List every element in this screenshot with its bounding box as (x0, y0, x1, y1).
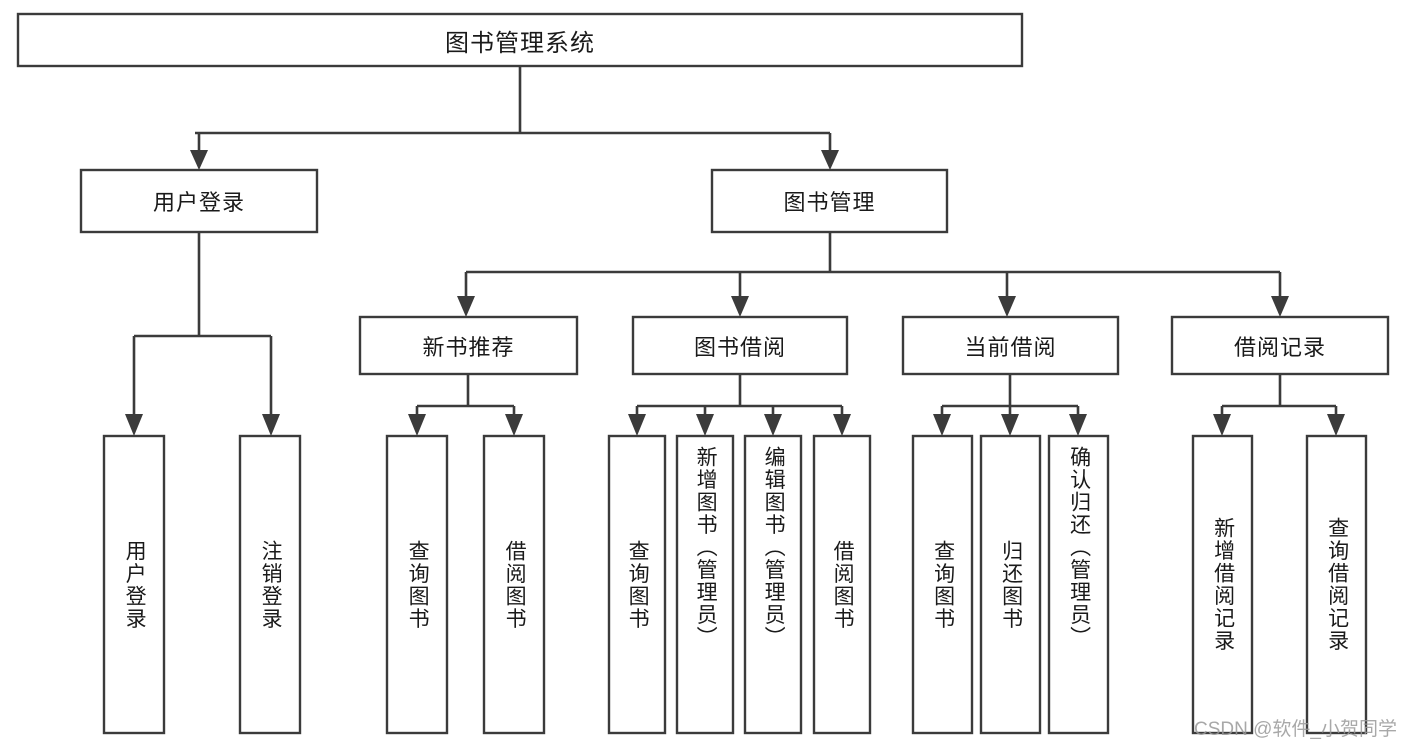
node-box-leaf-borrow-book-rec[interactable] (482, 434, 546, 735)
node-box-leaf-add-book[interactable] (675, 434, 735, 735)
arrow-to-leaf-query-book-rec (408, 414, 426, 436)
arrow-to-leaf-borrow-book-rec (505, 414, 523, 436)
node-box-book-manage[interactable] (710, 168, 949, 234)
node-box-layer (16, 12, 1390, 735)
node-box-new-book-rec[interactable] (358, 315, 579, 376)
node-box-leaf-query-book-current[interactable] (911, 434, 974, 735)
node-box-user-login[interactable] (79, 168, 319, 234)
arrow-to-leaf-edit-book (764, 414, 782, 436)
arrow-to-leaf-query-book-current (933, 414, 951, 436)
arrow-to-leaf-borrow-book (833, 414, 851, 436)
arrow-to-leaf-confirm-return (1069, 414, 1087, 436)
arrow-to-user-login (190, 150, 208, 170)
connector-root-bus (195, 66, 832, 156)
node-box-leaf-borrow-book[interactable] (812, 434, 872, 735)
node-box-leaf-confirm-return[interactable] (1047, 434, 1110, 735)
arrow-to-leaf-add-record (1213, 414, 1231, 436)
node-box-book-borrow[interactable] (631, 315, 849, 376)
node-box-leaf-edit-book[interactable] (743, 434, 803, 735)
arrow-to-new-book-rec (457, 296, 475, 317)
arrow-to-borrow-record (1271, 296, 1289, 317)
node-box-leaf-logout[interactable] (238, 434, 302, 735)
node-box-root[interactable] (16, 12, 1024, 68)
arrow-to-leaf-add-book (696, 414, 714, 436)
connector-layer (132, 66, 1338, 418)
arrow-to-leaf-query-book-borrow (628, 414, 646, 436)
connector-currentborrow-bus (940, 374, 1080, 418)
arrow-to-leaf-return-book (1001, 414, 1019, 436)
connector-bookmanage-bus (464, 232, 1282, 300)
node-box-current-borrow[interactable] (901, 315, 1120, 376)
node-box-leaf-query-record[interactable] (1305, 434, 1368, 735)
node-box-leaf-add-record[interactable] (1191, 434, 1254, 735)
arrow-to-leaf-user-login (125, 414, 143, 436)
node-box-leaf-return-book[interactable] (979, 434, 1042, 735)
node-box-leaf-query-book-borrow[interactable] (607, 434, 667, 735)
connector-newbook-bus (415, 374, 516, 418)
arrow-to-book-borrow (731, 296, 749, 317)
node-box-borrow-record[interactable] (1170, 315, 1390, 376)
node-box-leaf-user-login[interactable] (102, 434, 166, 735)
arrow-to-leaf-logout (262, 414, 280, 436)
connector-userlogin-bus (132, 232, 273, 418)
arrow-to-leaf-query-record (1327, 414, 1345, 436)
arrow-to-current-borrow (998, 296, 1016, 317)
arrow-to-book-manage (821, 150, 839, 170)
connector-bookborrow-bus (635, 374, 844, 418)
connector-borrowrecord-bus (1220, 374, 1338, 418)
node-box-leaf-query-book-rec[interactable] (385, 434, 449, 735)
arrowhead-layer (125, 150, 1345, 436)
